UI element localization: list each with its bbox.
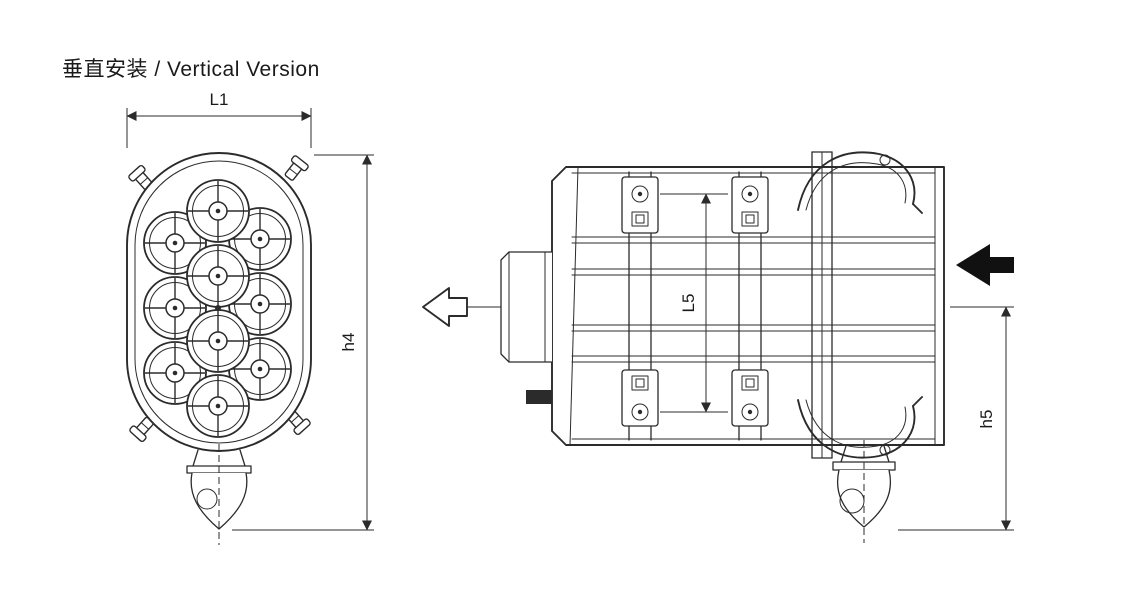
mounting-strap-2 [731,171,769,441]
dim-l1: L1 [126,90,312,148]
strap1-bottom-pad [621,369,659,427]
bottom-latch [797,396,923,459]
latch-band [811,151,833,459]
dim-h4: h4 [232,154,374,531]
housing-inner-wall [134,160,304,444]
dust-valve-side [832,440,896,543]
sensor-port [526,390,552,404]
outline-left-arrow [422,287,468,327]
side-view: L5 [422,151,1014,543]
body-seam-left [569,166,579,446]
filter-cartridges [143,179,292,438]
body-ribs [571,236,936,363]
strap1-top-pad [621,176,659,234]
dim-l5: L5 [660,193,728,413]
dim-label-h5: h5 [977,410,996,429]
dim-label-h4: h4 [339,333,358,352]
outlet-snout [500,251,553,363]
solid-left-arrow [956,244,1014,286]
dim-h5: h5 [898,306,1014,531]
outlet-tube-front [186,444,252,545]
valve-loop [196,488,218,510]
mounting-strap-1 [621,171,659,441]
corner-latch-top-right [280,154,310,185]
front-view: L1 h4 [126,90,374,545]
top-latch [797,151,923,214]
strap2-bottom-pad [731,369,769,427]
dim-label-l1: L1 [210,90,229,109]
strap2-top-pad [731,176,769,234]
center-pin [215,305,221,311]
dim-label-l5: L5 [679,294,698,313]
page-title: 垂直安装 / Vertical Version [62,58,320,81]
